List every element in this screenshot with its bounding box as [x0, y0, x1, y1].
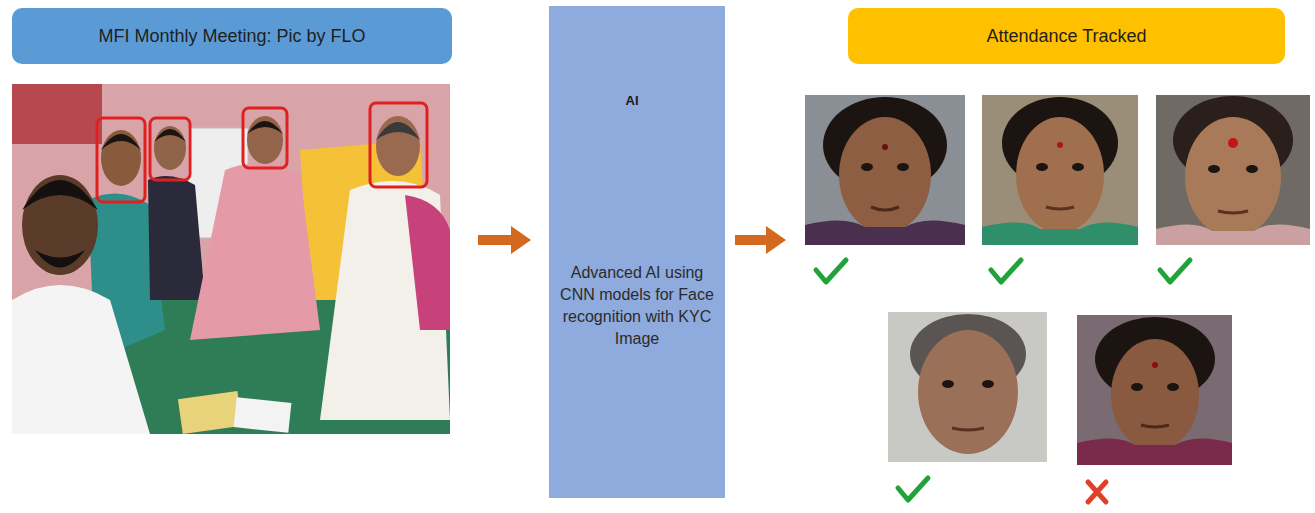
eye [1036, 163, 1048, 171]
man-shirt [12, 285, 150, 434]
eye [1131, 383, 1143, 391]
eye [942, 380, 954, 388]
mouth [952, 428, 984, 430]
flow-arrow [735, 226, 786, 254]
cross-mark [1088, 482, 1106, 502]
person-body [190, 164, 320, 340]
person-body [320, 181, 450, 420]
header-band: MFI Monthly Meeting: Pic by FLO [12, 8, 452, 64]
door [12, 84, 102, 144]
eye [861, 163, 873, 171]
documents [178, 391, 242, 434]
face [376, 116, 420, 176]
face [918, 330, 1018, 454]
face [1016, 117, 1104, 233]
face-photo [982, 95, 1138, 245]
hair [247, 121, 283, 134]
saree-border [405, 195, 450, 330]
mouth [1218, 211, 1248, 213]
face [101, 130, 141, 186]
eye [1246, 165, 1258, 173]
check-mark [1160, 260, 1190, 282]
result-section: Attendance Tracked [798, 8, 1313, 502]
photo-section: MFI Monthly Meeting: Pic by FLO [10, 8, 456, 436]
eye [1167, 383, 1179, 391]
face [839, 117, 931, 233]
saree [982, 222, 1138, 245]
face-photo [1077, 315, 1232, 465]
eye [1072, 163, 1084, 171]
face-detection-box [243, 108, 287, 168]
icon-label: AI [618, 93, 646, 108]
eye [982, 380, 994, 388]
photo-bg [1156, 95, 1310, 245]
photo-bg [888, 312, 1047, 462]
face [1111, 339, 1199, 451]
face-detection-box [97, 118, 145, 202]
hair [154, 129, 186, 142]
man-beard [35, 250, 85, 268]
panel-text: Advanced AI using CNN models for Face re… [559, 262, 715, 350]
photo-bg [1077, 315, 1232, 465]
face [154, 126, 186, 170]
mouth [1046, 207, 1074, 209]
header-band: Attendance Tracked [848, 8, 1285, 64]
check-mark [898, 478, 928, 500]
saree [1077, 438, 1232, 465]
hair [376, 122, 420, 140]
eye [897, 163, 909, 171]
mouth [871, 207, 899, 210]
wall [12, 84, 450, 434]
eye [1208, 165, 1220, 173]
face-detection-box [150, 118, 190, 180]
bindi [1057, 142, 1063, 148]
face-photo [805, 95, 965, 245]
bindi [1228, 138, 1238, 148]
bindi [1152, 362, 1158, 368]
face-photo [888, 312, 1047, 462]
mouth [1141, 425, 1169, 427]
bindi [882, 144, 888, 150]
man-hair [22, 180, 98, 210]
hair [101, 134, 141, 150]
documents [234, 397, 292, 433]
photo-bg [805, 95, 965, 245]
face-detection-box [370, 103, 427, 187]
saree [1156, 224, 1310, 245]
check-mark [991, 260, 1021, 282]
check-mark [816, 260, 846, 282]
photo-bg [982, 95, 1138, 245]
face [247, 116, 283, 164]
person-body [148, 176, 205, 300]
saree [805, 220, 965, 245]
face-photo [1156, 95, 1310, 245]
man-face [22, 175, 98, 275]
face [1185, 117, 1281, 237]
flow-arrow [478, 226, 531, 254]
meeting-photo [12, 84, 450, 434]
ai-process-panel: Advanced AI using CNN models for Face re… [549, 6, 725, 498]
